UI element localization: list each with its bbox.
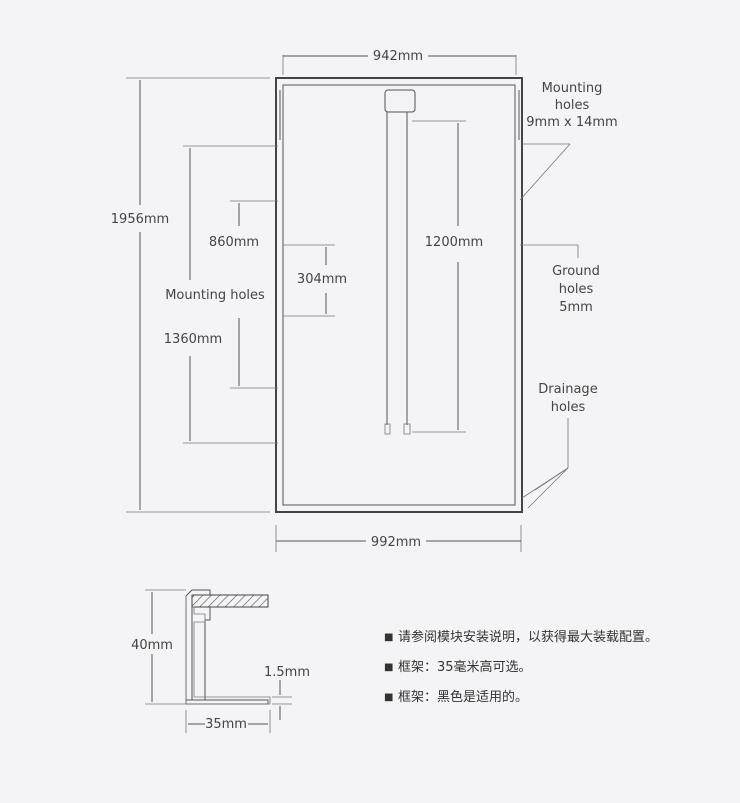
callout-ground-line3: 5mm — [559, 300, 593, 315]
pitch-304-label: 304mm — [297, 272, 347, 287]
connector-left — [384, 423, 391, 435]
callout-ground-line2: holes — [559, 282, 594, 297]
cable-1200-label: 1200mm — [425, 235, 483, 250]
glass-laminate — [191, 594, 269, 608]
callout-drainage-leader-3 — [521, 467, 569, 499]
spacing-1360-label: 1360mm — [164, 332, 222, 347]
note-item: ■框架：35毫米高可选。 — [384, 660, 532, 675]
spacing-860-label: 860mm — [209, 235, 259, 250]
panel-inner-frame — [282, 84, 516, 506]
callout-mounting-line3: 9mm x 14mm — [526, 115, 617, 130]
mounting-holes-label: Mounting holes — [165, 288, 265, 303]
note-item: ■框架：黑色是适用的。 — [384, 690, 529, 705]
connector-right — [403, 423, 411, 435]
top-width-label: 942mm — [373, 49, 423, 64]
callout-ground-line1: Ground — [552, 264, 600, 279]
note-text: 框架：黑色是适用的。 — [398, 690, 529, 705]
callout-mounting-leader-2 — [519, 143, 571, 201]
callout-drainage-line2: holes — [551, 400, 586, 415]
height-label: 1956mm — [111, 212, 169, 227]
frame-width-label: 35mm — [205, 717, 247, 732]
note-text: 请参阅模块安装说明，以获得最大装载配置。 — [398, 630, 659, 645]
frame-height-label: 40mm — [131, 638, 173, 653]
callout-mounting-line2: holes — [555, 98, 590, 113]
frame-profile-inner — [185, 596, 271, 705]
callout-drainage-line1: Drainage — [538, 382, 597, 397]
callout-mounting-line1: Mounting — [542, 81, 603, 96]
frame-thickness-label: 1.5mm — [264, 665, 310, 680]
note-item: ■请参阅模块安装说明，以获得最大装载配置。 — [384, 630, 659, 645]
panel-outer-frame — [275, 77, 523, 513]
callout-ground-leader — [520, 244, 579, 258]
junction-box — [384, 89, 416, 113]
note-text: 框架：35毫米高可选。 — [398, 660, 532, 675]
frame-profile — [185, 589, 269, 705]
callout-drainage-leader-1 — [527, 467, 569, 509]
bottom-width-label: 992mm — [371, 535, 421, 550]
notes-list: ■请参阅模块安装说明，以获得最大装载配置。 ■框架：35毫米高可选。 ■框架：黑… — [384, 628, 658, 718]
